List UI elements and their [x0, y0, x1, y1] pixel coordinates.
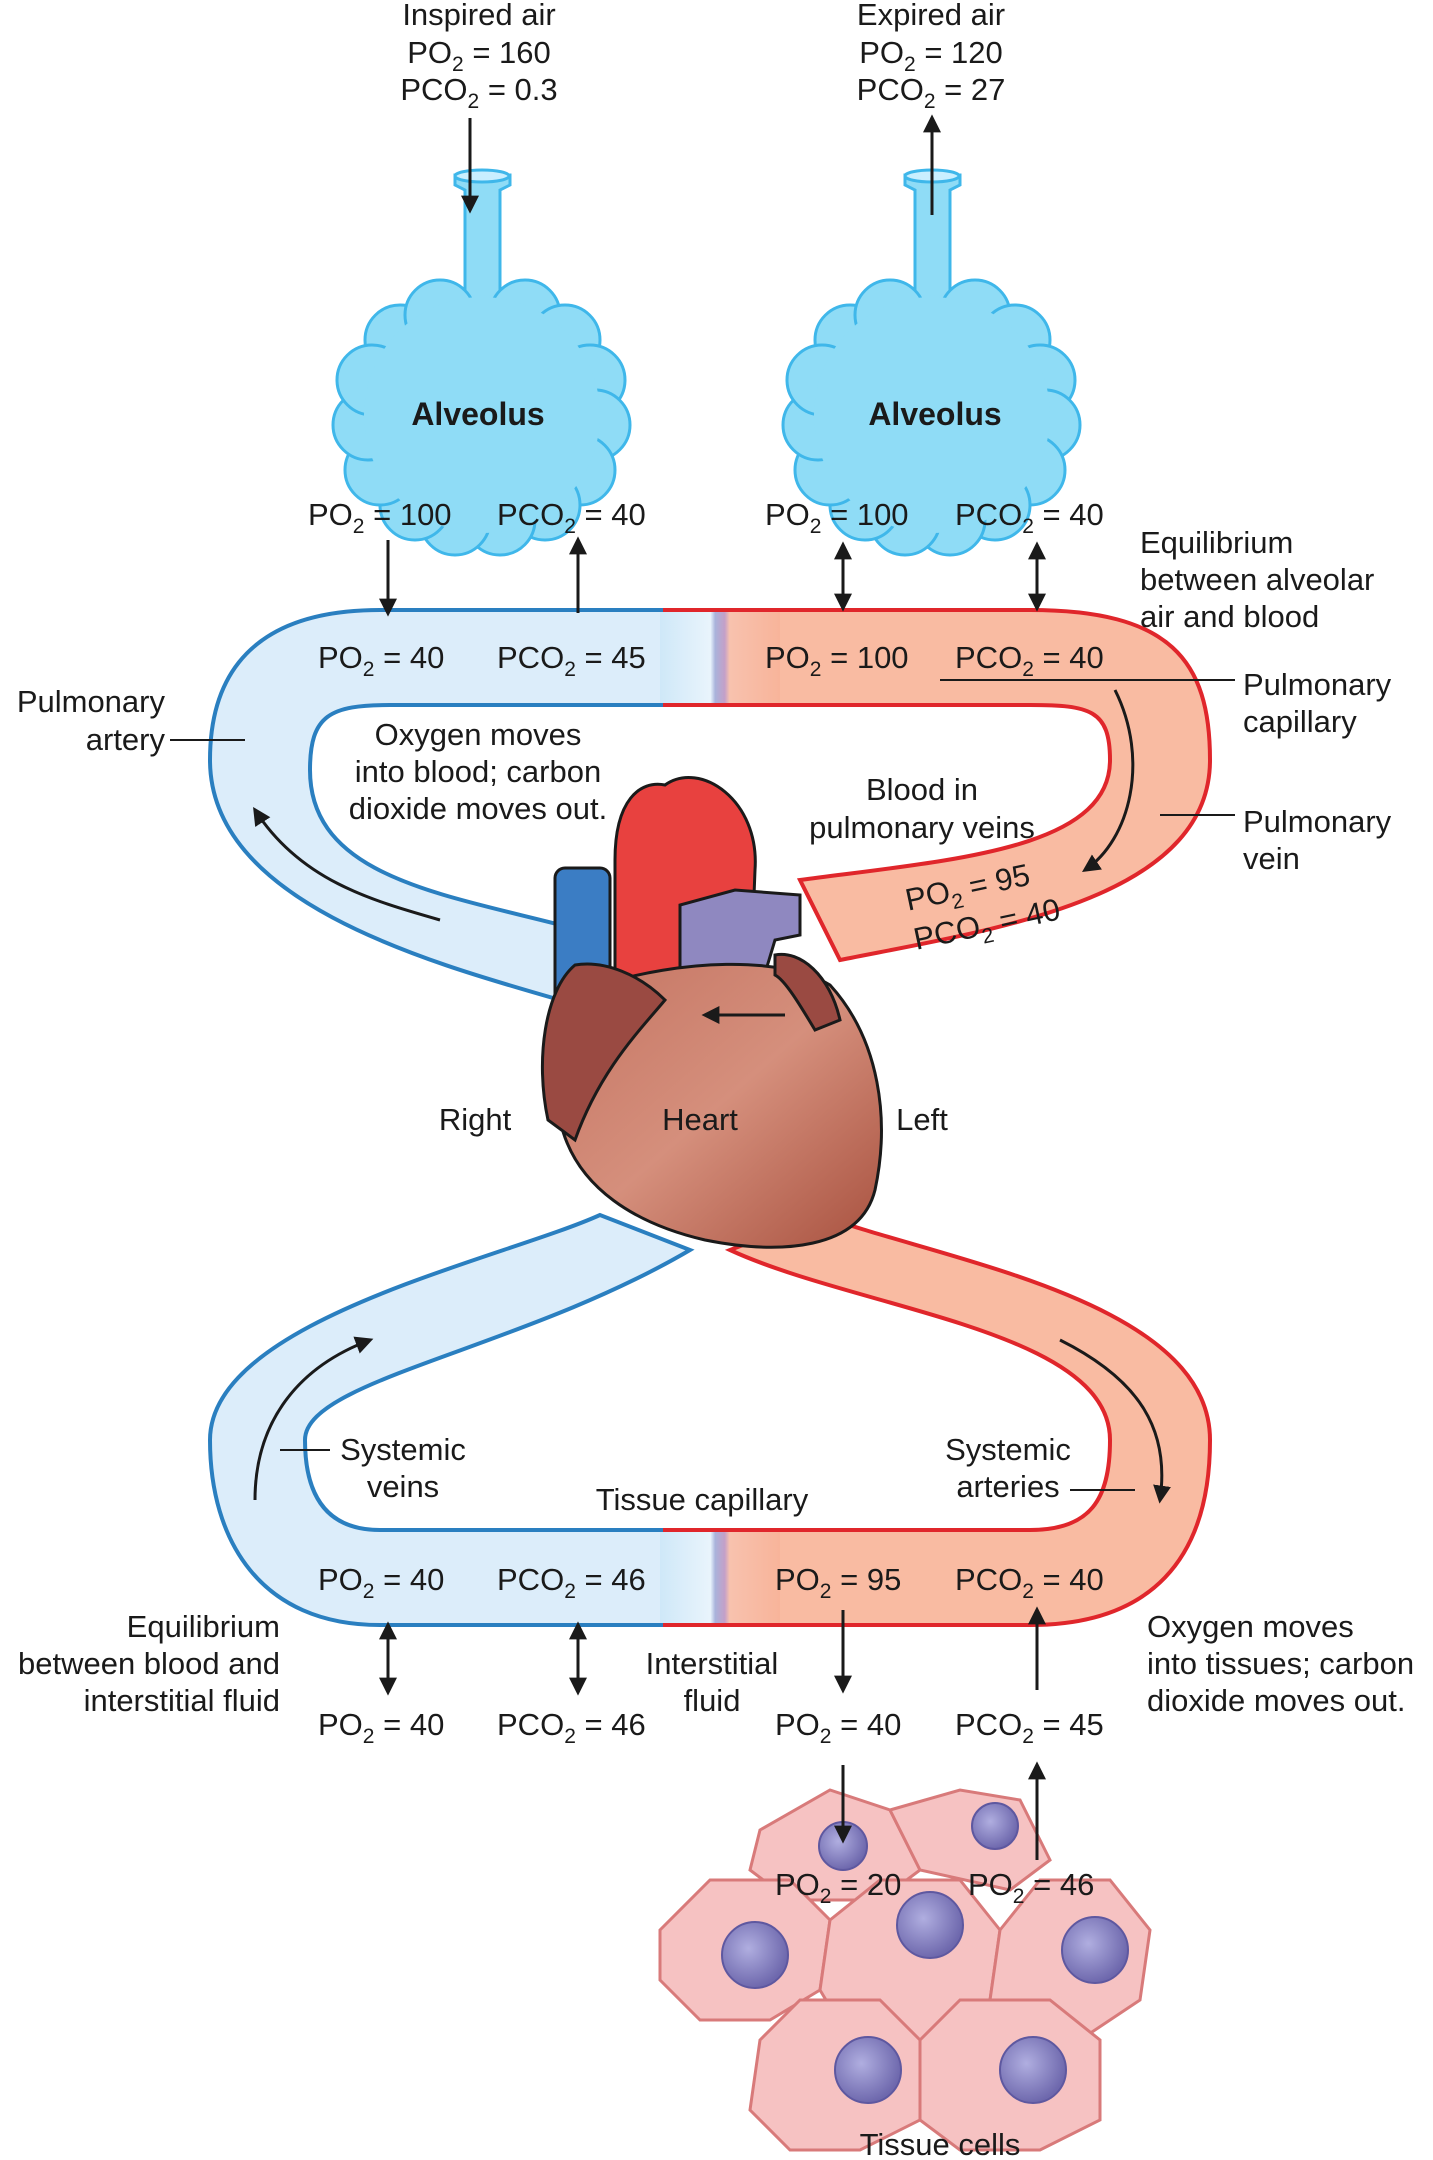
- expired-title: Expired air: [857, 0, 1005, 32]
- sys-cap-right-po2: PO2 = 95: [775, 1562, 901, 1603]
- alveolus-left-label: Alveolus: [411, 396, 544, 432]
- svg-text:veins: veins: [367, 1469, 439, 1504]
- svg-text:into blood; carbon: into blood; carbon: [355, 754, 601, 789]
- svg-text:air and blood: air and blood: [1140, 599, 1319, 634]
- pulmonary-vein-label: Pulmonary vein: [1243, 804, 1392, 876]
- svg-text:Equilibrium: Equilibrium: [127, 1609, 280, 1644]
- sys-cap-left-pco2: PCO2 = 46: [497, 1562, 646, 1603]
- inspired-po2: PO2 = 160: [407, 35, 551, 76]
- svg-text:Pulmonary: Pulmonary: [17, 684, 166, 719]
- cell-po2-right: PO2 = 46: [968, 1867, 1094, 1908]
- tissue-cells-label: Tissue cells: [860, 2127, 1021, 2160]
- svg-text:between alveolar: between alveolar: [1140, 562, 1374, 597]
- svg-text:Equilibrium: Equilibrium: [1140, 525, 1293, 560]
- systemic-veins-label: Systemic veins: [340, 1432, 466, 1504]
- interstitial-left-po2: PO2 = 40: [318, 1707, 444, 1748]
- svg-text:arteries: arteries: [956, 1469, 1059, 1504]
- expired-air-block: Expired air PO2 = 120 PCO2 = 27: [857, 0, 1006, 113]
- alveolus-left: [331, 278, 632, 557]
- svg-text:Blood in: Blood in: [866, 772, 978, 807]
- equilibrium-alveolar-label: Equilibrium between alveolar air and blo…: [1140, 525, 1374, 634]
- svg-text:vein: vein: [1243, 841, 1300, 876]
- oxygen-into-tissues-label: Oxygen moves into tissues; carbon dioxid…: [1147, 1609, 1414, 1718]
- svg-text:between blood and: between blood and: [18, 1646, 280, 1681]
- alv-right-po2: PO2 = 100: [765, 497, 909, 538]
- right-label: Right: [439, 1102, 512, 1137]
- alv-right-pco2: PCO2 = 40: [955, 497, 1104, 538]
- equilibrium-interstitial-label: Equilibrium between blood and interstiti…: [18, 1609, 280, 1718]
- svg-text:pulmonary veins: pulmonary veins: [809, 810, 1035, 845]
- svg-text:fluid: fluid: [684, 1683, 741, 1718]
- blood-pulmonary-veins-label: Blood in pulmonary veins: [809, 772, 1035, 845]
- inspired-air-block: Inspired air PO2 = 160 PCO2 = 0.3: [400, 0, 557, 113]
- expired-pco2: PCO2 = 27: [857, 72, 1006, 113]
- interstitial-left-pco2: PCO2 = 46: [497, 1707, 646, 1748]
- pulmonary-capillary-label: Pulmonary capillary: [1243, 667, 1392, 739]
- interstitial-right-pco2: PCO2 = 45: [955, 1707, 1104, 1748]
- interstitial-right-po2: PO2 = 40: [775, 1707, 901, 1748]
- svg-text:Oxygen moves: Oxygen moves: [375, 717, 582, 752]
- cell-nuclei: [721, 1802, 1129, 2104]
- flow-arrows: [253, 689, 1171, 1504]
- svg-text:into tissues; carbon: into tissues; carbon: [1147, 1646, 1414, 1681]
- sys-cap-right-pco2: PCO2 = 40: [955, 1562, 1104, 1603]
- left-label: Left: [896, 1102, 948, 1137]
- pulm-cap-left-po2: PO2 = 40: [318, 640, 444, 681]
- alv-left-po2: PO2 = 100: [308, 497, 452, 538]
- svg-text:Systemic: Systemic: [945, 1432, 1071, 1467]
- svg-text:Pulmonary: Pulmonary: [1243, 667, 1392, 702]
- sys-cap-left-po2: PO2 = 40: [318, 1562, 444, 1603]
- pulmonary-artery-label: Pulmonary artery: [17, 684, 166, 757]
- inspired-pco2: PCO2 = 0.3: [400, 72, 557, 113]
- leader-lines: [170, 679, 1235, 1491]
- systemic-arteries-label: Systemic arteries: [945, 1432, 1071, 1504]
- pulm-cap-right-po2: PO2 = 100: [765, 640, 909, 681]
- svg-text:Pulmonary: Pulmonary: [1243, 804, 1392, 839]
- alveolus-right: [781, 278, 1082, 557]
- expired-po2: PO2 = 120: [859, 35, 1003, 76]
- svg-text:dioxide moves out.: dioxide moves out.: [1147, 1683, 1405, 1718]
- svg-text:dioxide moves out.: dioxide moves out.: [349, 791, 607, 826]
- tissue-capillary-label: Tissue capillary: [596, 1482, 809, 1517]
- alv-left-pco2: PCO2 = 40: [497, 497, 646, 538]
- svg-text:artery: artery: [86, 722, 166, 757]
- svg-text:Systemic: Systemic: [340, 1432, 466, 1467]
- svg-text:interstitial fluid: interstitial fluid: [84, 1683, 280, 1718]
- cell-po2: PO2 = 20: [775, 1867, 901, 1908]
- svg-text:Interstitial: Interstitial: [646, 1646, 779, 1681]
- inspired-title: Inspired air: [402, 0, 555, 32]
- alveolus-right-label: Alveolus: [868, 396, 1001, 432]
- svg-text:Oxygen moves: Oxygen moves: [1147, 1609, 1354, 1644]
- interstitial-fluid-label: Interstitial fluid: [646, 1646, 779, 1718]
- svg-text:capillary: capillary: [1243, 704, 1357, 739]
- oxygen-into-blood-label: Oxygen moves into blood; carbon dioxide …: [349, 717, 607, 826]
- heart-label: Heart: [662, 1102, 738, 1137]
- heart: [540, 776, 883, 1249]
- gas-arrows: [379, 114, 1046, 1860]
